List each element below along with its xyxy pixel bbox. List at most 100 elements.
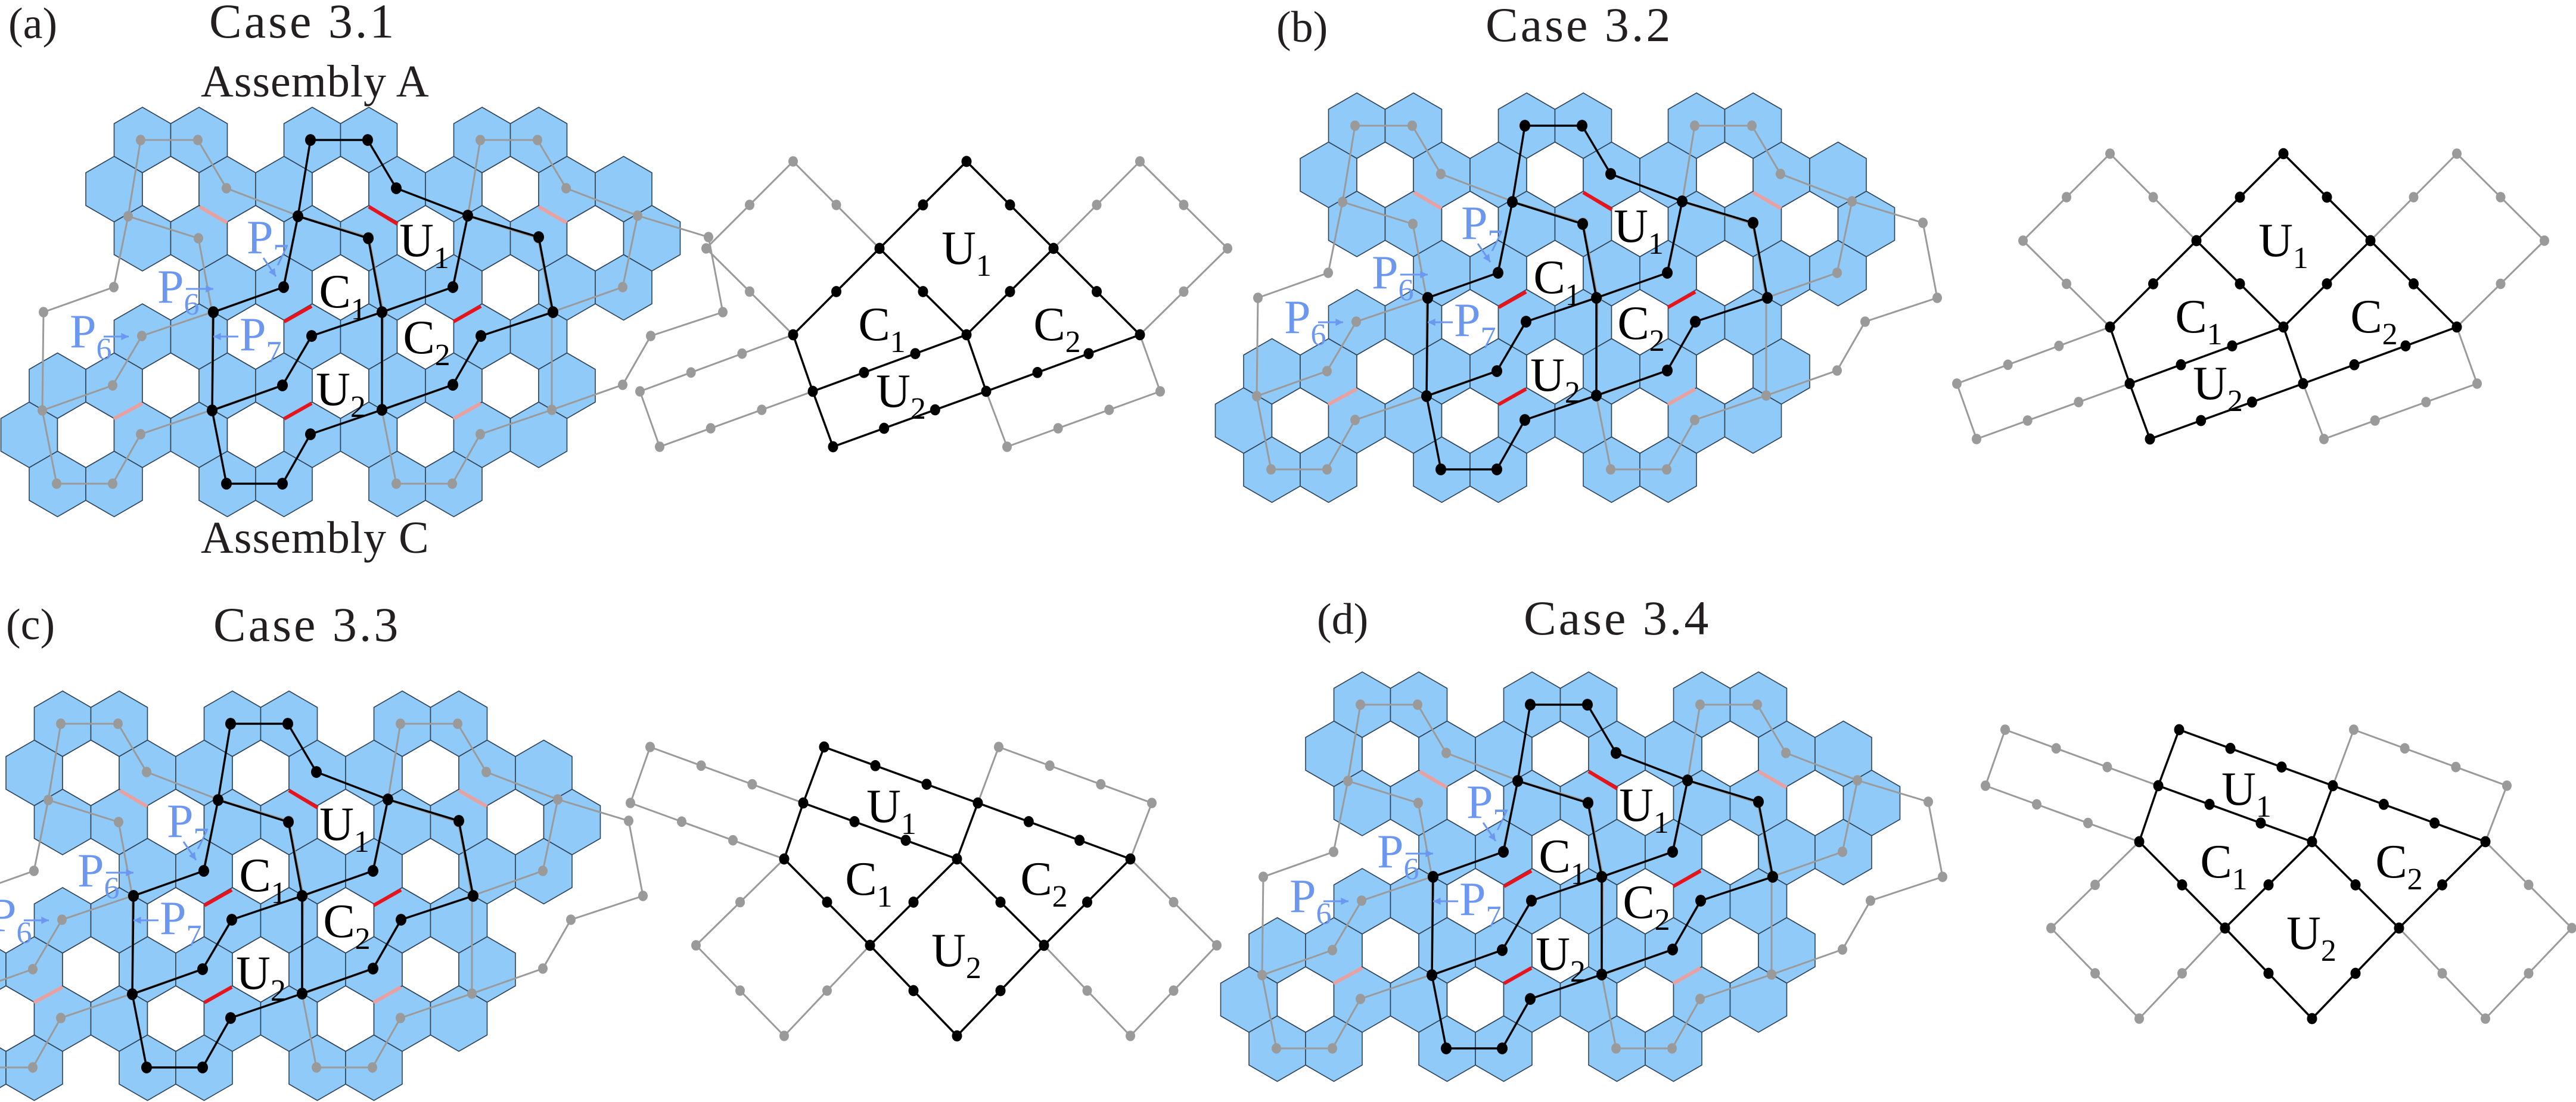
graph-d-label-u2-main: U <box>2286 907 2321 960</box>
red-bond <box>372 888 402 907</box>
graph-c-label-u2-main: U <box>931 924 966 977</box>
gray-lattice-graph-node <box>1918 217 1928 228</box>
panel-c-title: Case 3.3 <box>213 597 400 652</box>
site-label-p6-upper: P6 <box>1372 247 1414 307</box>
gray-lattice-graph-edge <box>1771 948 1843 976</box>
black-quotient-graph-node <box>1039 939 1049 951</box>
black-quotient-graph-edge <box>812 334 967 393</box>
arrowhead-icon <box>1483 254 1490 262</box>
gray-quotient-graph-node <box>2472 378 2482 389</box>
hex-label-u2-main: U <box>1530 349 1565 401</box>
gray-lattice-graph-node <box>1272 1043 1281 1054</box>
gray-lattice-graph-edge <box>1780 173 1853 203</box>
gray-quotient-graph-node <box>2074 397 2084 407</box>
black-lattice-graph-node <box>1582 699 1593 711</box>
gray-lattice-graph-node <box>704 232 713 242</box>
black-lattice-graph-node <box>1525 993 1536 1005</box>
site-label-p6-lower-main: P <box>70 306 97 358</box>
pink-bond <box>372 985 402 1004</box>
gray-lattice-graph-node <box>538 963 548 974</box>
gray-quotient-graph-edge <box>1985 785 2140 843</box>
gray-quotient-graph-node <box>2400 743 2410 754</box>
gray-lattice-graph-node <box>1356 699 1365 710</box>
graph-b-label-u2-main: U <box>2193 357 2227 410</box>
graph-d-label-c1: C1 <box>2200 836 2247 896</box>
black-lattice-graph-node <box>1667 846 1678 858</box>
site-label-p6-upper: P6 <box>1377 826 1419 886</box>
site-label-p7-upper-main: P <box>1461 197 1488 250</box>
black-lattice-graph-edge <box>1524 394 1597 421</box>
gray-quotient-graph-edge <box>639 391 661 447</box>
hex-label-c2-subscript: 2 <box>1655 903 1670 937</box>
pink-bond <box>1327 387 1358 406</box>
black-quotient-graph-node <box>1048 242 1059 254</box>
pink-bond <box>537 205 568 225</box>
gray-lattice-graph-edge <box>41 410 58 484</box>
black-lattice-graph-node <box>383 793 393 805</box>
graph-d-label-u1: U1 <box>2221 763 2272 824</box>
black-lattice-graph-edge <box>1511 125 1526 203</box>
black-quotient-graph-node <box>2298 378 2308 390</box>
hex-label-u2-main: U <box>1536 928 1570 980</box>
black-lattice-graph-edge <box>311 311 383 337</box>
arrowhead-icon <box>213 332 221 341</box>
hex-label-u2: U2 <box>236 947 286 1008</box>
site-label-p6-upper-subscript: 6 <box>1404 852 1419 886</box>
graph-a-label-c2-main: C <box>1033 298 1065 351</box>
gray-lattice-graph-edge <box>1686 704 1701 782</box>
black-lattice-graph-node <box>391 182 402 194</box>
arrowhead-icon <box>188 852 196 860</box>
black-lattice-graph-edge <box>1426 370 1497 397</box>
black-quotient-graph-node <box>1005 286 1015 297</box>
black-lattice-graph-edge <box>1586 704 1617 754</box>
black-quotient-graph-node <box>859 366 869 378</box>
gray-lattice-graph-edge <box>1347 704 1362 782</box>
black-quotient-graph-edge <box>2332 785 2486 843</box>
gray-quotient-graph-node <box>2349 724 2359 735</box>
gray-lattice-graph-node <box>1441 748 1451 758</box>
gray-lattice-graph-node <box>1322 464 1332 475</box>
black-quotient-graph-edge <box>2311 785 2334 842</box>
black-lattice-graph-node <box>368 963 378 975</box>
black-lattice-graph-edge <box>1501 998 1531 1049</box>
gray-lattice-graph-edge <box>400 992 473 1019</box>
gray-lattice-graph-edge <box>1326 321 1357 372</box>
black-quotient-graph-node <box>2278 148 2289 160</box>
black-quotient-graph-node <box>807 385 818 397</box>
black-quotient-graph-edge <box>783 802 804 860</box>
black-quotient-graph-node <box>2278 321 2289 333</box>
gray-lattice-graph-node <box>56 1013 66 1023</box>
gray-quotient-graph-node <box>2502 780 2512 791</box>
gray-lattice-graph-node <box>312 1062 321 1073</box>
black-lattice-graph-edge <box>467 214 539 238</box>
gray-lattice-graph-node <box>1847 196 1857 207</box>
site-label-p7-lower-subscript: 7 <box>1481 321 1496 355</box>
gray-quotient-graph-node <box>2018 235 2028 246</box>
black-lattice-graph-node <box>208 306 219 318</box>
hex-label-c2-subscript: 2 <box>1649 324 1665 358</box>
black-quotient-graph-node <box>2145 433 2155 445</box>
gray-quotient-graph-edge <box>985 391 1008 447</box>
black-lattice-graph-edge <box>372 919 402 969</box>
black-lattice-graph-edge <box>1502 780 1519 852</box>
black-lattice-graph-node <box>1677 195 1688 207</box>
black-quotient-graph-node <box>952 853 962 865</box>
black-quotient-graph-node <box>972 797 983 809</box>
gray-lattice-graph-edge <box>1836 321 1866 371</box>
gray-lattice-graph-edge <box>1927 801 1944 877</box>
black-lattice-graph-edge <box>381 384 453 411</box>
red-bond <box>283 304 313 323</box>
gray-lattice-graph-node <box>1257 970 1267 980</box>
black-lattice-graph-edge <box>387 798 459 822</box>
gray-quotient-graph-node <box>822 985 832 996</box>
gray-lattice-graph-edge <box>1836 201 1853 273</box>
graph-a-label-c1-subscript: 1 <box>890 325 906 359</box>
gray-quotient-graph-node <box>2567 923 2576 933</box>
gray-lattice-graph-node <box>566 914 576 925</box>
black-lattice-graph-node <box>1507 196 1518 208</box>
gray-lattice-graph-edge <box>0 968 33 982</box>
black-lattice-graph-node <box>1498 846 1509 858</box>
gray-lattice-graph-node <box>1747 120 1757 131</box>
gray-quotient-graph-node <box>831 200 841 210</box>
black-quotient-graph-node <box>900 835 911 846</box>
